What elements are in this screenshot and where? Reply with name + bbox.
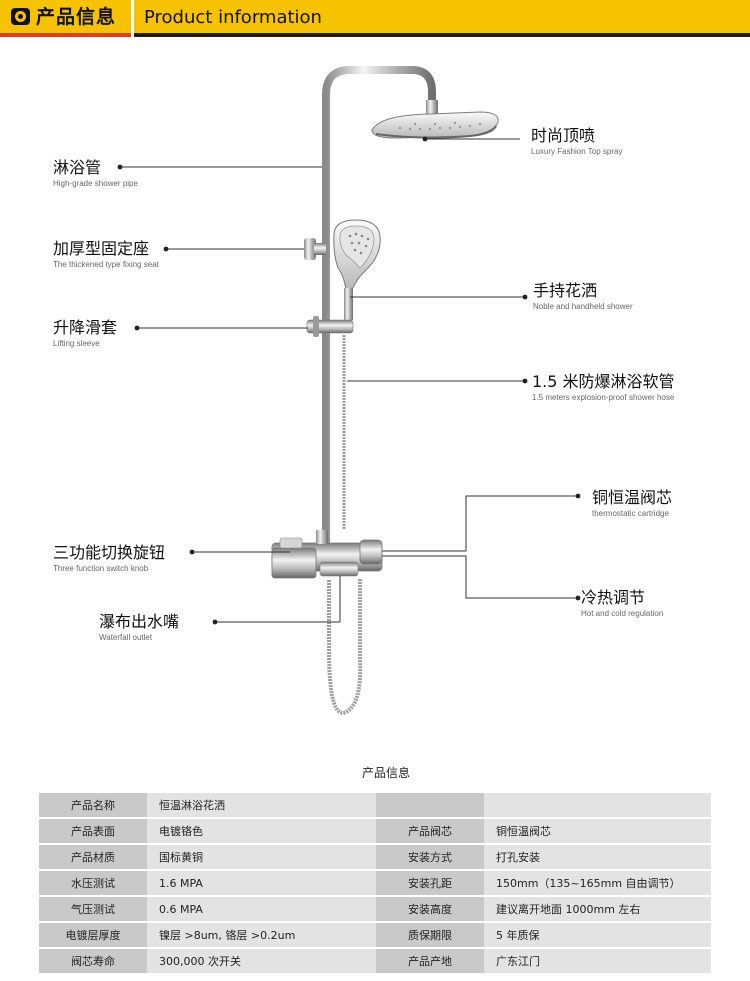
- handheld-handle: [344, 288, 353, 320]
- top-spray-neck: [426, 100, 438, 116]
- shower-illustration: [117, 66, 581, 715]
- callout-waterfall-cn: 瀑布出水嘴: [99, 612, 180, 631]
- spec-value: [484, 793, 711, 817]
- camera-icon: [11, 8, 30, 25]
- callout-shower-pipe-cn: 淋浴管: [53, 158, 102, 177]
- spec-key: [376, 793, 484, 817]
- regulation-knob-body: [359, 539, 383, 565]
- shower-hose-loop: [327, 578, 363, 715]
- spec-value: 300,000 次开关: [147, 949, 376, 973]
- header-black-underline: [134, 33, 750, 37]
- spec-key: 质保期限: [376, 923, 484, 947]
- spec-table: 产品名称 恒温淋浴花洒 产品表面 电镀铬色 产品阀芯 铜恒温阀芯 产品材质 国标…: [39, 791, 711, 975]
- spec-value: 1.6 MPA: [147, 871, 376, 895]
- callout-lifting-sleeve-en: Lifting sleeve: [53, 339, 100, 348]
- spec-value: 镍层 >8um, 铬层 >0.2um: [147, 923, 376, 947]
- spec-value: 铜恒温阀芯: [484, 819, 711, 843]
- callout-regulation-cn: 冷热调节: [581, 588, 646, 607]
- callout-hose-en: 1.5 meters explosion-proof shower hose: [532, 393, 675, 402]
- spec-table-title: 产品信息: [361, 766, 410, 780]
- callout-cartridge-cn: 铜恒温阀芯: [592, 488, 673, 507]
- table-row: 产品材质 国标黄铜 安装方式 打孔安装: [39, 845, 711, 869]
- callout-fixing-seat: 加厚型固定座 The thickened type fixing seat: [53, 239, 159, 271]
- fixing-seat-arm: [314, 243, 326, 255]
- spec-key: 产品材质: [39, 845, 147, 869]
- table-row: 电镀层厚度 镍层 >8um, 铬层 >0.2um 质保期限 5 年质保: [39, 923, 711, 947]
- callout-waterfall: 瀑布出水嘴 Waterfall outlet: [99, 612, 179, 644]
- product-diagram: 时尚顶喷 Luxury Fashion Top spray 淋浴管 High-g…: [0, 40, 750, 740]
- spec-key: 产品阀芯: [376, 819, 484, 843]
- callout-hose: 1.5 米防爆淋浴软管 1.5 meters explosion-proof s…: [532, 372, 675, 404]
- spec-key: 电镀层厚度: [39, 923, 147, 947]
- table-row: 产品表面 电镀铬色 产品阀芯 铜恒温阀芯: [39, 819, 711, 843]
- shower-pipe-arc: [322, 66, 436, 550]
- spec-key: 气压测试: [39, 897, 147, 921]
- spec-value: 150mm（135~165mm 自由调节）: [484, 871, 711, 895]
- callout-top-spray: 时尚顶喷 Luxury Fashion Top spray: [531, 126, 622, 158]
- table-row: 产品名称 恒温淋浴花洒: [39, 793, 711, 817]
- spec-value: 建议离开地面 1000mm 左右: [484, 897, 711, 921]
- callout-shower-pipe: 淋浴管 High-grade shower pipe: [53, 158, 138, 190]
- callout-handheld: 手持花洒 Noble and handheld shower: [533, 281, 633, 313]
- header-title-cn: 产品信息: [36, 6, 117, 28]
- callout-shower-pipe-en: High-grade shower pipe: [53, 179, 138, 188]
- spec-value: 电镀铬色: [147, 819, 376, 843]
- spec-key: 产品名称: [39, 793, 147, 817]
- spec-value: 广东江门: [484, 949, 711, 973]
- spec-key: 安装孔距: [376, 871, 484, 895]
- callout-fixing-seat-cn: 加厚型固定座: [53, 239, 150, 258]
- spec-value: 打孔安装: [484, 845, 711, 869]
- table-row: 水压测试 1.6 MPA 安装孔距 150mm（135~165mm 自由调节）: [39, 871, 711, 895]
- spec-value: 5 年质保: [484, 923, 711, 947]
- callout-switch-knob: 三功能切换旋钮 Three function switch knob: [53, 543, 165, 575]
- callout-cartridge: 铜恒温阀芯 thermostatic cartridge: [592, 488, 672, 520]
- spec-key: 阀芯寿命: [39, 949, 147, 973]
- callout-cartridge-en: thermostatic cartridge: [592, 509, 669, 518]
- callout-top-spray-en: Luxury Fashion Top spray: [531, 147, 623, 156]
- header-title-en: Product information: [144, 7, 322, 28]
- callout-top-spray-cn: 时尚顶喷: [531, 126, 596, 145]
- waterfall-outlet-body: [319, 561, 359, 577]
- header-red-underline: [0, 33, 131, 37]
- spec-key: 水压测试: [39, 871, 147, 895]
- callout-switch-knob-en: Three function switch knob: [53, 564, 149, 573]
- table-row: 气压测试 0.6 MPA 安装高度 建议离开地面 1000mm 左右: [39, 897, 711, 921]
- header-right-band: [134, 0, 750, 33]
- callout-hose-cn: 1.5 米防爆淋浴软管: [532, 372, 675, 391]
- fixing-seat-plate: [304, 238, 316, 260]
- callout-handheld-cn: 手持花洒: [533, 281, 598, 300]
- table-row: 阀芯寿命 300,000 次开关 产品产地 广东江门: [39, 949, 711, 973]
- callout-handheld-en: Noble and handheld shower: [533, 302, 633, 311]
- spec-key: 产品表面: [39, 819, 147, 843]
- callout-regulation: 冷热调节 Hot and cold regulation: [581, 588, 663, 620]
- callout-fixing-seat-en: The thickened type fixing seat: [53, 260, 159, 269]
- spec-key: 安装高度: [376, 897, 484, 921]
- spec-key: 安装方式: [376, 845, 484, 869]
- callout-waterfall-en: Waterfall outlet: [99, 633, 153, 642]
- section-header: 产品信息 Product information: [0, 0, 750, 38]
- callout-lifting-sleeve: 升降滑套 Lifting sleeve: [53, 318, 117, 350]
- spec-key: 产品产地: [376, 949, 484, 973]
- spec-value: 0.6 MPA: [147, 897, 376, 921]
- callout-switch-knob-cn: 三功能切换旋钮: [53, 543, 166, 562]
- spec-value: 国标黄铜: [147, 845, 376, 869]
- callout-regulation-en: Hot and cold regulation: [581, 609, 664, 618]
- spec-value: 恒温淋浴花洒: [147, 793, 376, 817]
- callout-lifting-sleeve-cn: 升降滑套: [53, 318, 118, 337]
